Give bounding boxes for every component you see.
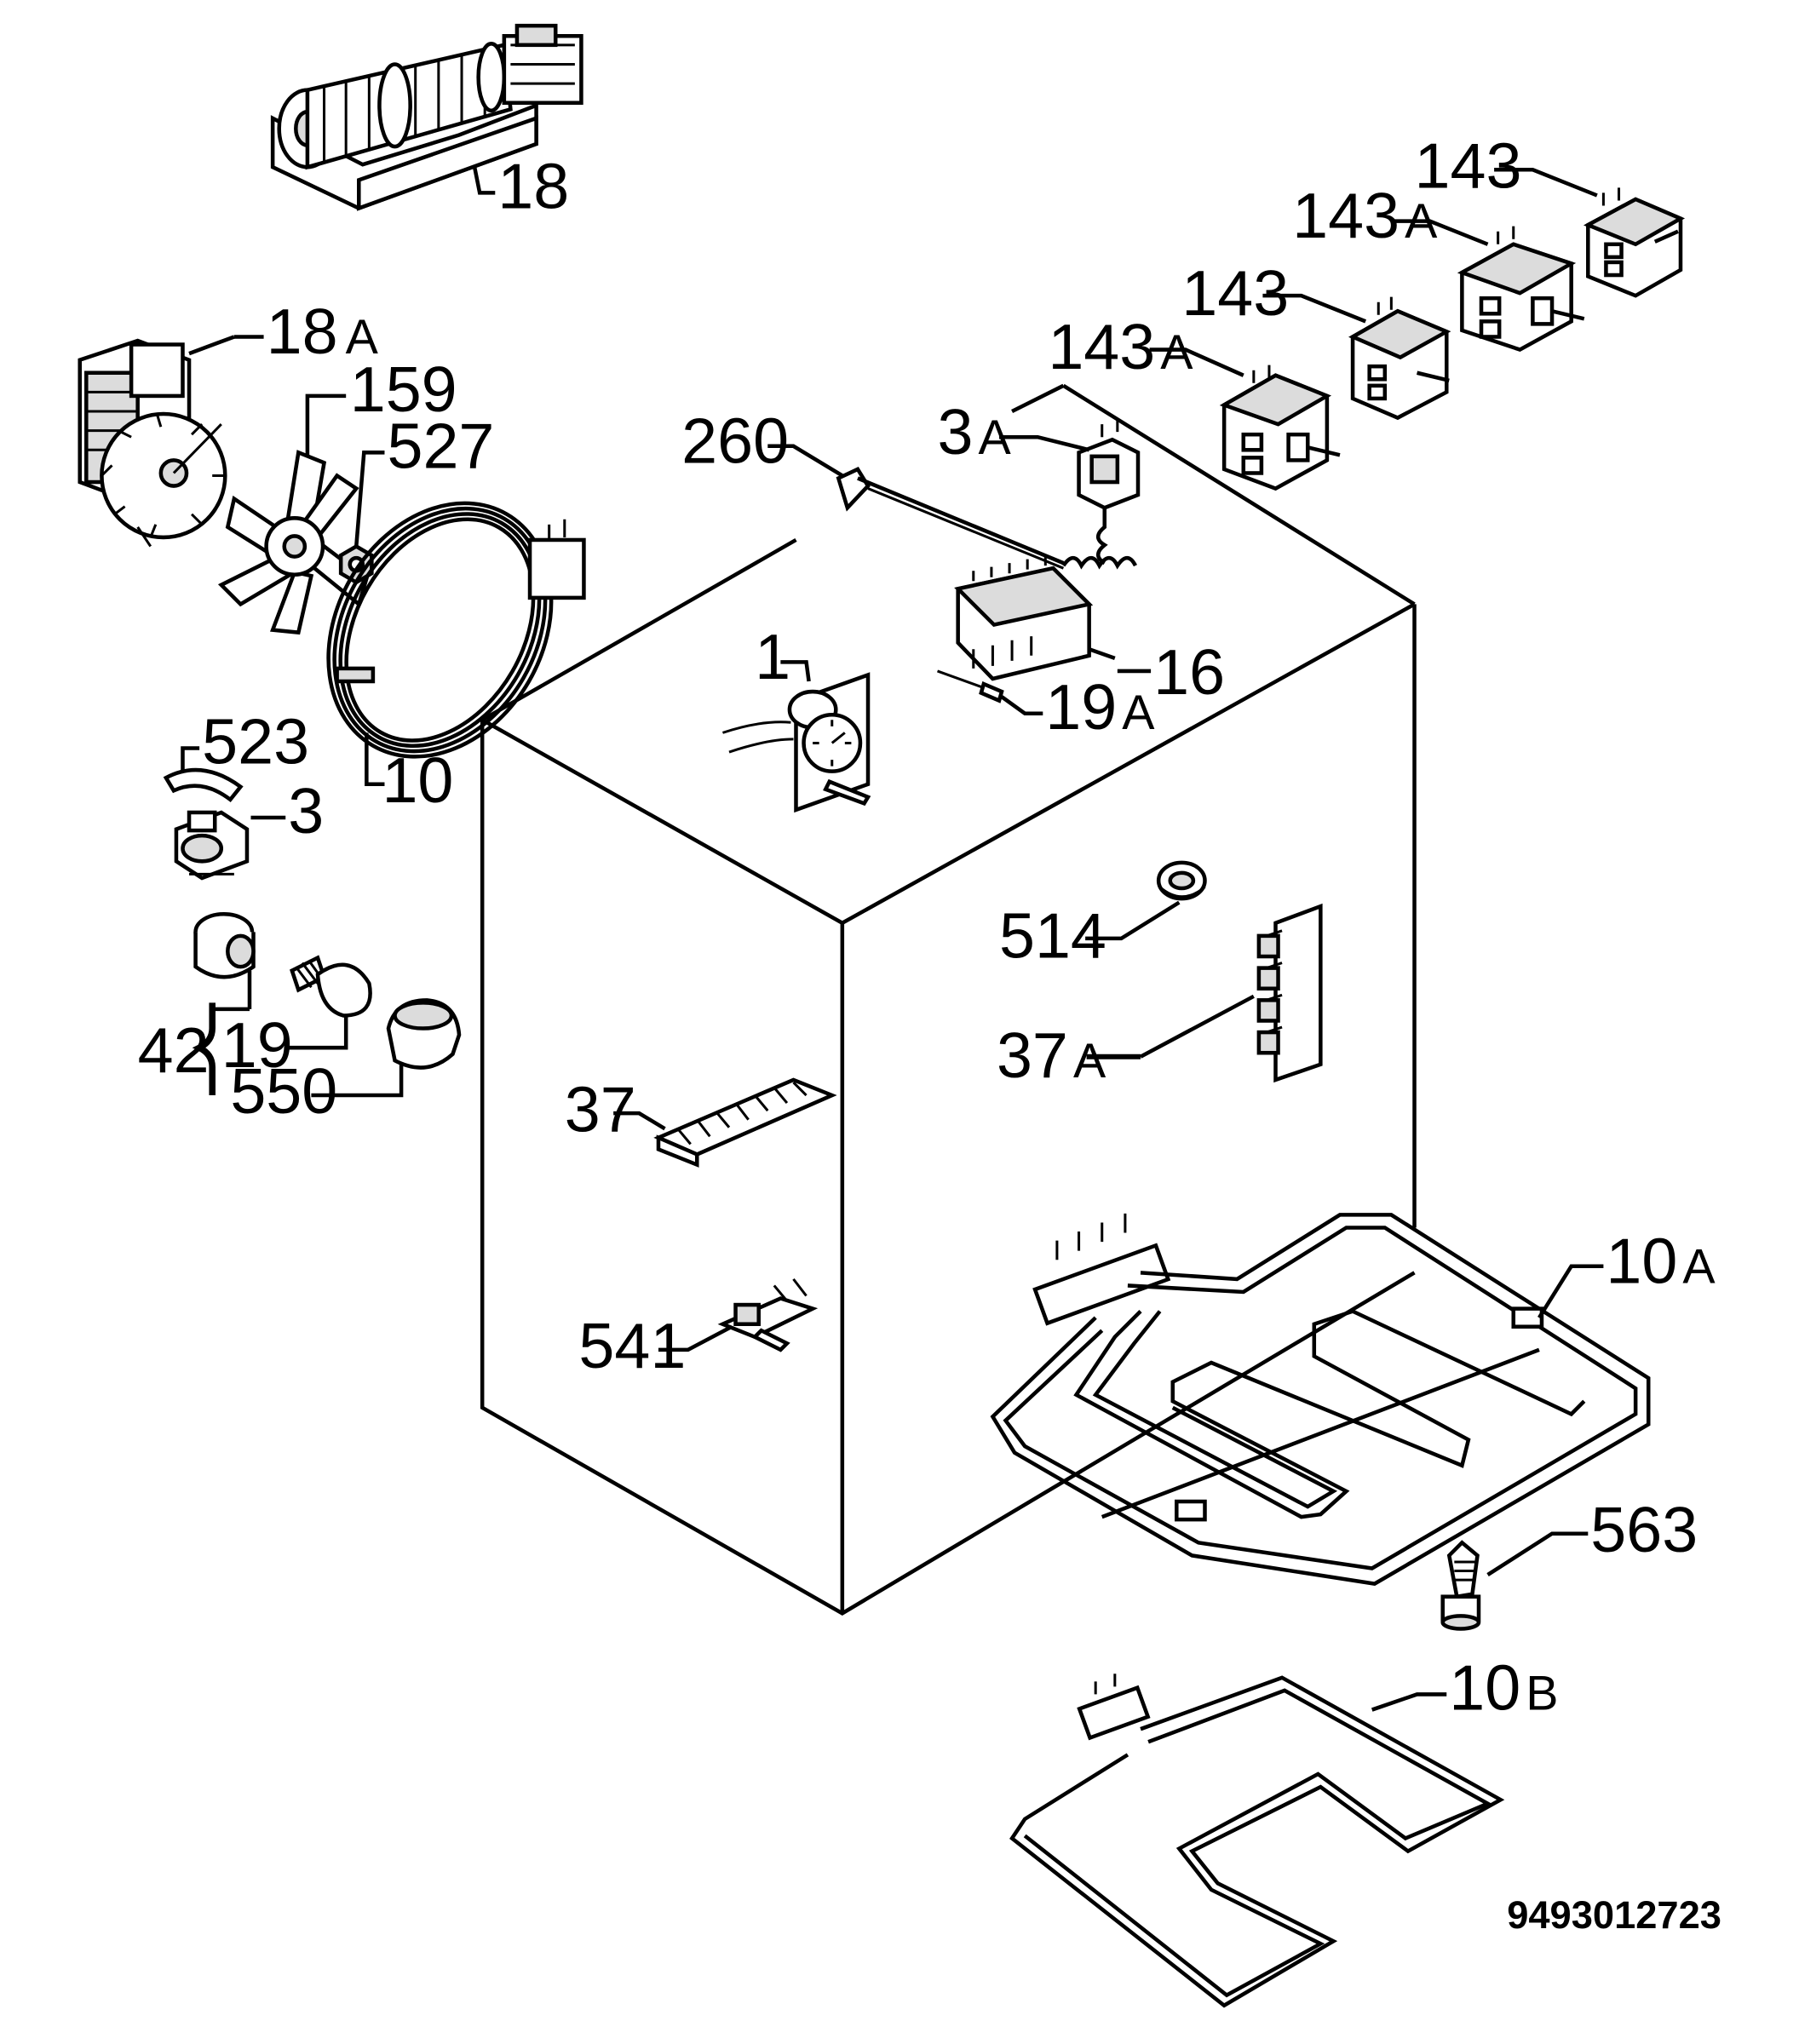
lamp-cover-part-550 bbox=[386, 998, 462, 1070]
sensor-part-260 bbox=[836, 467, 1138, 570]
selector-switch-part-16 bbox=[954, 555, 1116, 681]
label-18: 18 bbox=[497, 151, 569, 222]
label-16: 16 bbox=[1153, 636, 1225, 708]
foot-part-563 bbox=[1440, 1540, 1481, 1631]
fan-blade-part-159 bbox=[217, 450, 369, 635]
oven-cabinet bbox=[480, 383, 1417, 1616]
tangential-fan-part-18 bbox=[270, 23, 583, 211]
terminal-block-part-37a bbox=[1256, 903, 1323, 1083]
label-3: 3 bbox=[288, 775, 324, 847]
label-550: 550 bbox=[230, 1055, 337, 1127]
connector-strip-part-37 bbox=[653, 1077, 837, 1168]
label-514: 514 bbox=[999, 900, 1106, 972]
switch-part-143a-upper bbox=[1457, 226, 1585, 353]
bracket-part-541 bbox=[717, 1278, 819, 1352]
label-563: 563 bbox=[1590, 1494, 1698, 1565]
switch-part-143a-lower bbox=[1219, 365, 1341, 491]
label-523: 523 bbox=[202, 706, 309, 778]
thermostat-part-3 bbox=[174, 810, 250, 881]
lamp-bulb-part-19 bbox=[290, 955, 372, 1018]
circular-element-part-10 bbox=[326, 501, 586, 759]
switch-part-143-middle bbox=[1348, 296, 1451, 421]
document-number: 9493012723 bbox=[1507, 1893, 1721, 1937]
fan-motor-part-18a bbox=[78, 338, 227, 548]
lead-part-19a bbox=[937, 669, 1004, 703]
label-159: 159 bbox=[350, 353, 457, 425]
label-143-middle: 143 bbox=[1181, 257, 1289, 329]
label-37: 37 bbox=[565, 1073, 636, 1145]
lamp-holder-part-42 bbox=[193, 911, 256, 979]
label-260: 260 bbox=[681, 405, 789, 476]
label-527: 527 bbox=[387, 410, 494, 481]
label-143-top: 143 bbox=[1415, 129, 1522, 201]
label-42: 42 bbox=[138, 1014, 210, 1086]
timer-part-1 bbox=[721, 672, 871, 813]
label-10: 10 bbox=[382, 744, 453, 816]
clip-part-523 bbox=[163, 767, 244, 803]
switch-part-143-top bbox=[1583, 187, 1686, 298]
label-19: 19 bbox=[221, 1009, 293, 1081]
grommet-part-514 bbox=[1156, 860, 1207, 901]
label-541: 541 bbox=[578, 1310, 686, 1381]
bottom-element-part-10b bbox=[1009, 1674, 1505, 2008]
label-1: 1 bbox=[755, 621, 790, 692]
grill-element-part-10a bbox=[990, 1213, 1651, 1586]
thermostat-part-3a bbox=[1077, 419, 1141, 566]
